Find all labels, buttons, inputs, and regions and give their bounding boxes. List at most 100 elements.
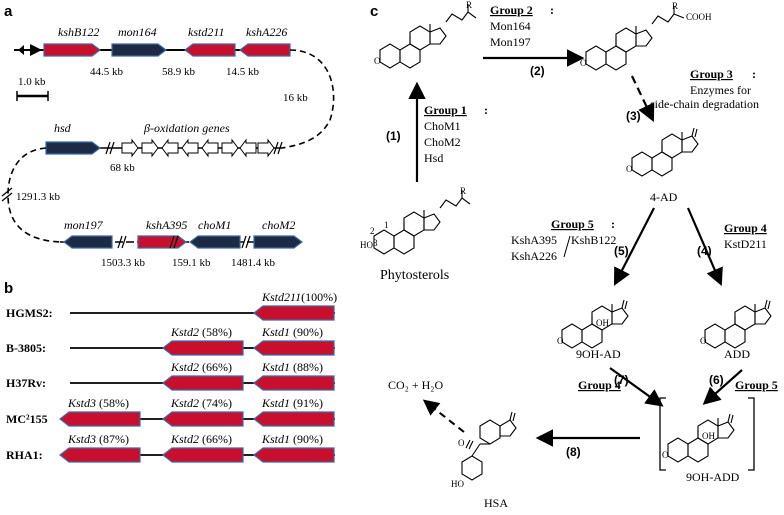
identity-percent: (100%) [301, 290, 337, 304]
group-1-title: Group 1 [424, 103, 467, 117]
group-2-item: Mon197 [490, 35, 531, 49]
step-6-label: (6) [709, 373, 724, 387]
distance-label: 68 kb [110, 162, 135, 174]
kstd-gene-label: Kstd3 (87%) [67, 432, 129, 446]
step-3-arrow [631, 75, 655, 122]
gene-label-kstd211: kstd211 [188, 25, 224, 39]
kstd-gene-arrow [253, 305, 335, 321]
kstd-gene-arrow [162, 447, 244, 463]
gene-label-choM1: choM1 [198, 218, 231, 232]
r-group-label: R [672, 1, 678, 11]
9ohadd-structure: OH O [659, 397, 755, 471]
hsa-label: HSA [484, 496, 508, 510]
distance-label: 14.5 kb [226, 66, 260, 78]
oxygen-label: O [662, 450, 669, 460]
gene-label-choM2: choM2 [262, 218, 295, 232]
gene-label-kshA395: kshA395 [146, 218, 187, 232]
group-4-title: Group 4 [578, 378, 621, 392]
kstd-gene-label: Kstd2 (66%) [170, 432, 232, 446]
kstd-gene-label: Kstd2 (74%) [170, 396, 232, 410]
group-1-item: Hsd [424, 151, 443, 165]
gene-name: Kstd211 [261, 290, 301, 304]
carbon-number-label: 1 [384, 220, 389, 230]
beta-oxidation-label: β-oxidation genes [143, 121, 230, 135]
identity-percent: (90%) [290, 325, 323, 339]
hydroxyl-label: HO [451, 479, 464, 489]
dashed-connector [7, 147, 61, 243]
distance-label: 1291.3 kb [16, 191, 61, 203]
strain-rows: HGMS2:Kstd211(100%)B-3805:Kstd2 (58%)Kst… [6, 290, 337, 463]
gene-kshA226 [239, 43, 291, 57]
colon: : [611, 217, 615, 231]
gene-hsd [45, 141, 101, 155]
gene-kshB122 [43, 43, 101, 57]
carbon-number-label: 2 [370, 226, 375, 236]
hydroxyl-label: OH [702, 431, 715, 441]
gene-label-kshB122: kshB122 [58, 25, 99, 39]
step-4-arrow [686, 207, 723, 287]
gene-kstd211 [184, 43, 236, 57]
oxygen-label: O [580, 58, 587, 68]
group-3-item: side-chain degradation [650, 97, 759, 111]
kstd-gene-label: Kstd3 (58%) [67, 396, 129, 410]
group-5-title: Group 5 [551, 217, 594, 231]
identity-percent: (58%) [199, 325, 232, 339]
oxygen-label: O [374, 56, 381, 66]
group-4-title: Group 4 [724, 221, 767, 235]
dashed-connector [281, 49, 335, 149]
gene-name: Kstd2 [170, 396, 199, 410]
gene-mon197 [63, 235, 113, 249]
kstd-gene-label: Kstd1 (90%) [261, 325, 323, 339]
distance-label: 159.1 kb [172, 257, 211, 269]
slash [563, 235, 571, 258]
co2-h2o-label: CO₂ + H₂O [388, 378, 443, 392]
distance-label: 16 kb [283, 92, 308, 104]
9ohadd-label: 9OH-ADD [686, 470, 740, 484]
group-5-item: KshA395 [511, 233, 557, 247]
group-1-item: ChoM2 [424, 135, 461, 149]
kstd-gene-arrow [162, 411, 244, 427]
gene-name: Kstd1 [261, 325, 290, 339]
gene-label-mon197: mon197 [64, 218, 104, 232]
cooh-label: COOH [686, 12, 712, 22]
group-3-item: Enzymes for [690, 83, 751, 97]
identity-percent: (87%) [96, 432, 129, 446]
hsa-structure: O HO [451, 411, 517, 489]
gene-name: Kstd2 [170, 360, 199, 374]
panel-b-label: b [4, 280, 13, 297]
kstd-gene-arrow [59, 411, 141, 427]
group-5-item: KshB122 [571, 233, 616, 247]
gene-label-hsd: hsd [54, 121, 72, 135]
kstd-gene-arrow [162, 340, 244, 356]
add-structure: O [700, 299, 772, 349]
gene-label-mon164: mon164 [118, 25, 157, 39]
step-4-label: (4) [697, 244, 712, 258]
colon: : [550, 3, 554, 17]
gene-name: Kstd3 [67, 432, 96, 446]
step-8-label: (8) [566, 445, 581, 459]
kstd-gene-label: Kstd2 (58%) [170, 325, 232, 339]
oxygen-label: O [458, 438, 465, 448]
identity-percent: (91%) [290, 396, 323, 410]
gene-choM1 [189, 235, 241, 249]
step-5-arrow [613, 207, 655, 286]
4ad-structure: O [626, 127, 699, 177]
gene-kshA395 [137, 235, 187, 249]
group-2-title: Group 2 [490, 3, 533, 17]
gene-choM2 [253, 235, 303, 249]
group-5-title: Group 5 [735, 378, 778, 392]
colon: : [484, 103, 488, 117]
identity-percent: (66%) [199, 432, 232, 446]
gene-mon164 [111, 43, 167, 57]
distance-label: 58.9 kb [162, 66, 196, 78]
group-5-item: KshA226 [511, 249, 557, 263]
4ad-label: 4-AD [650, 190, 678, 204]
strain-label: MC²155 [6, 412, 48, 426]
step-5-label: (5) [614, 244, 629, 258]
hydroxyl-label: OH [596, 318, 609, 328]
distance-label: 44.5 kb [90, 66, 124, 78]
phytosterols-label: Phytosterols [380, 268, 449, 283]
kstd-gene-label: Kstd2 (66%) [170, 360, 232, 374]
identity-percent: (58%) [96, 396, 129, 410]
distance-label: 1503.3 kb [101, 257, 146, 269]
